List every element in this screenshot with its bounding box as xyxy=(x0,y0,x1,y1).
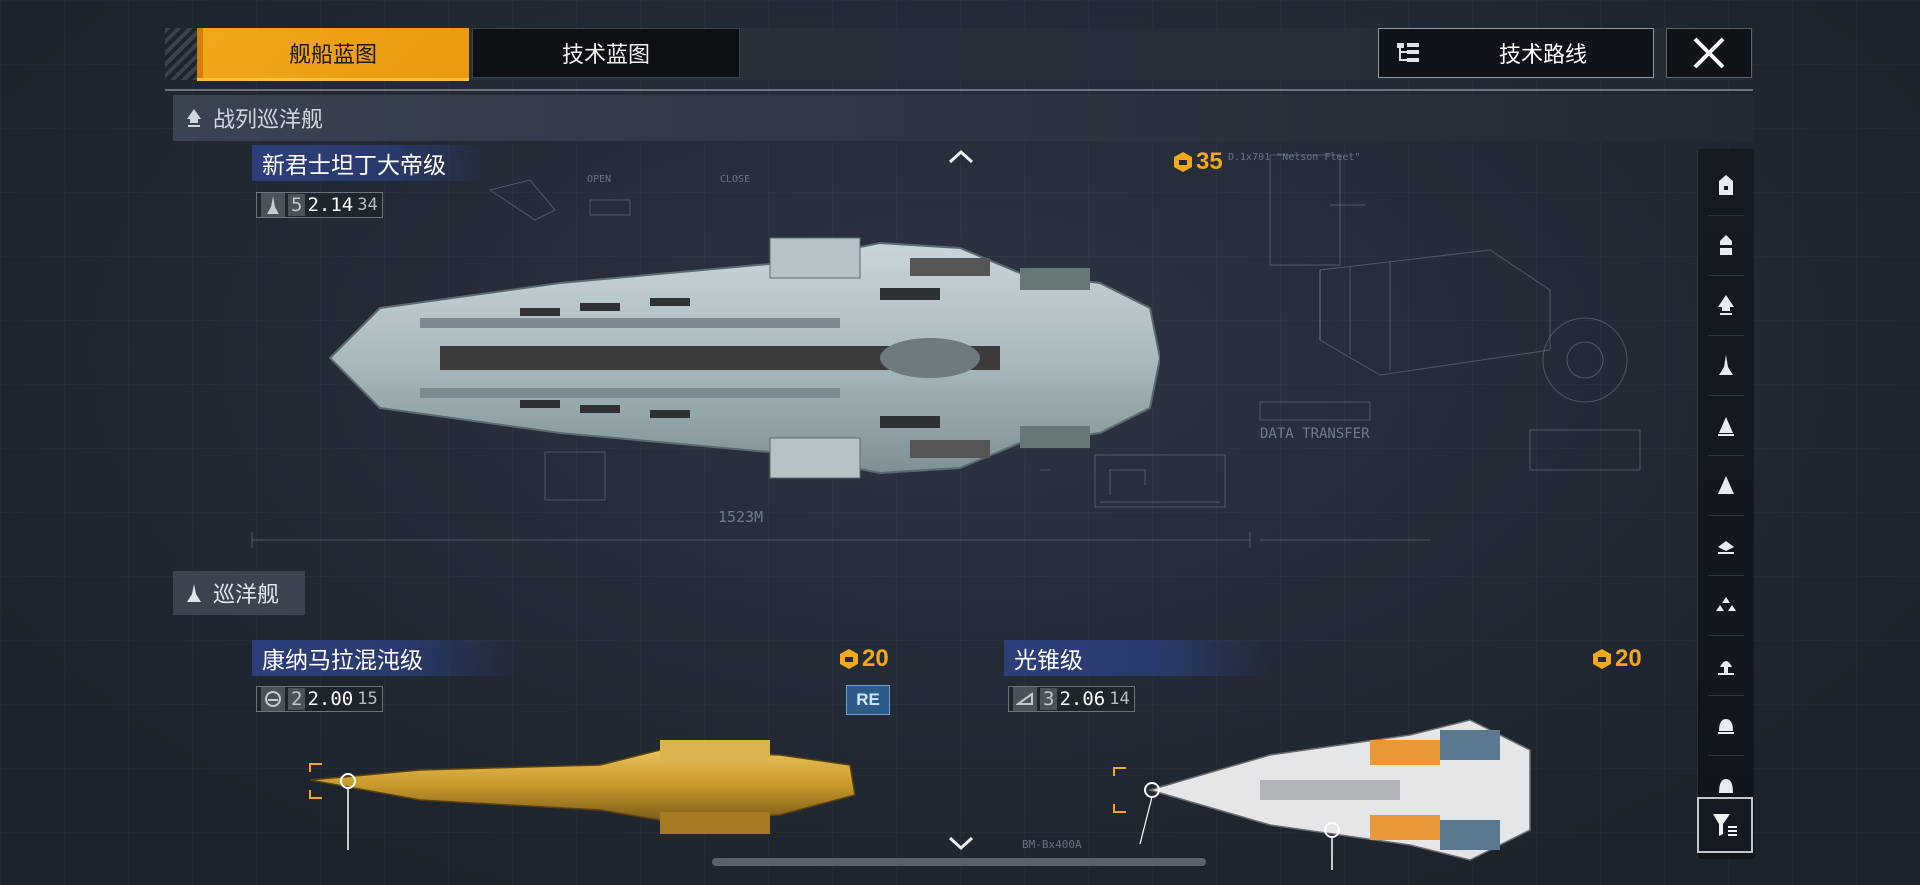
category-label-cruiser: 巡洋舰 xyxy=(213,583,280,608)
carrier-icon xyxy=(1719,175,1733,195)
top-bar-stripe xyxy=(165,28,197,80)
ship-class-icon xyxy=(261,193,285,217)
category-header-cruiser: 巡洋舰 xyxy=(173,571,305,615)
filter-icon xyxy=(1713,814,1737,836)
ship-model-label-3: BM-Bx400A xyxy=(1022,838,1082,851)
close-button[interactable] xyxy=(1666,28,1752,78)
cruiser-icon xyxy=(187,584,201,602)
corvette-icon xyxy=(1718,541,1734,554)
battlecruiser-icon xyxy=(187,109,201,127)
ship-model-3 xyxy=(1113,719,1531,870)
tab-tech-blueprints-label: 技术蓝图 xyxy=(561,43,650,68)
ship-name-1: 新君士坦丁大帝级 xyxy=(252,145,492,181)
svg-text:CLOSE: CLOSE xyxy=(720,174,750,185)
battlecruiser-icon xyxy=(1718,295,1734,315)
horizontal-scrollbar[interactable] xyxy=(712,858,1206,866)
sidebar-class-7[interactable] xyxy=(1698,517,1754,573)
sidebar-class-2[interactable] xyxy=(1698,217,1754,273)
svg-text:OPEN: OPEN xyxy=(587,174,611,185)
close-icon xyxy=(1693,37,1725,69)
scroll-up-icon[interactable] xyxy=(948,148,974,164)
sidebar-class-9[interactable] xyxy=(1698,637,1754,693)
svg-text:1523M: 1523M xyxy=(718,508,763,526)
destroyer-icon xyxy=(1718,417,1734,436)
sidebar-class-8[interactable] xyxy=(1698,577,1754,633)
sidebar-class-3[interactable] xyxy=(1698,277,1754,333)
utility-icon xyxy=(1718,719,1734,734)
cost-icon xyxy=(1174,152,1192,172)
sidebar-class-6[interactable] xyxy=(1698,457,1754,513)
frigate-icon xyxy=(1718,476,1734,494)
ship-stats-3: 3 2.06 14 xyxy=(1008,686,1135,712)
scroll-down-icon[interactable] xyxy=(948,836,974,852)
filter-button[interactable] xyxy=(1697,797,1753,853)
svg-text:DATA TRANSFER: DATA TRANSFER xyxy=(1260,426,1370,442)
support-icon xyxy=(1719,779,1733,793)
ship-stats-1: 5 2.14 34 xyxy=(256,192,383,218)
tech-route-label: 技术路线 xyxy=(1499,43,1588,68)
sidebar-class-10[interactable] xyxy=(1698,697,1754,753)
ship-name-3: 光锥级 xyxy=(1004,640,1274,676)
top-divider xyxy=(165,89,1753,91)
sidebar-class-11[interactable] xyxy=(1698,757,1754,813)
station-icon xyxy=(1718,661,1734,675)
sidebar-class-1[interactable] xyxy=(1698,157,1754,213)
re-badge: RE xyxy=(846,685,890,715)
tab-tech-blueprints[interactable]: 技术蓝图 xyxy=(472,28,740,78)
cruiser-icon xyxy=(1719,355,1733,375)
tech-route-button[interactable]: 技术路线 xyxy=(1378,28,1654,78)
ship-model-1 xyxy=(328,237,1160,479)
category-label-battlecruiser: 战列巡洋舰 xyxy=(213,108,324,133)
cost-icon xyxy=(840,649,858,669)
cost-icon xyxy=(1593,649,1611,669)
ship-cost-1: 35 xyxy=(1172,148,1223,176)
sidebar-class-5[interactable] xyxy=(1698,397,1754,453)
ship-class-sidebar xyxy=(1697,149,1754,859)
tab-ship-blueprints-label: 舰船蓝图 xyxy=(288,43,377,68)
ship-cost-3: 20 xyxy=(1591,645,1642,673)
ship-class-icon xyxy=(1013,687,1037,711)
ship-cost-2: 20 xyxy=(838,645,889,673)
ship-class-icon xyxy=(261,687,285,711)
svg-text:D.1x701 "Nelson Fleet": D.1x701 "Nelson Fleet" xyxy=(1228,152,1360,163)
tab-ship-blueprints[interactable]: 舰船蓝图 xyxy=(197,28,469,81)
ship-name-2: 康纳马拉混沌级 xyxy=(252,640,522,676)
category-header-battlecruiser: 战列巡洋舰 xyxy=(173,95,1753,141)
battleship-icon xyxy=(1718,235,1734,255)
tree-icon xyxy=(1397,43,1419,62)
fighter-icon xyxy=(1716,597,1736,611)
ship-model-2 xyxy=(309,740,856,850)
blueprint-decoration: DATA TRANSFER D.1x701 "Nelson Fleet" OPE… xyxy=(251,152,1641,548)
ship-stats-2: 2 2.00 15 xyxy=(256,686,383,712)
sidebar-class-4[interactable] xyxy=(1698,337,1754,393)
